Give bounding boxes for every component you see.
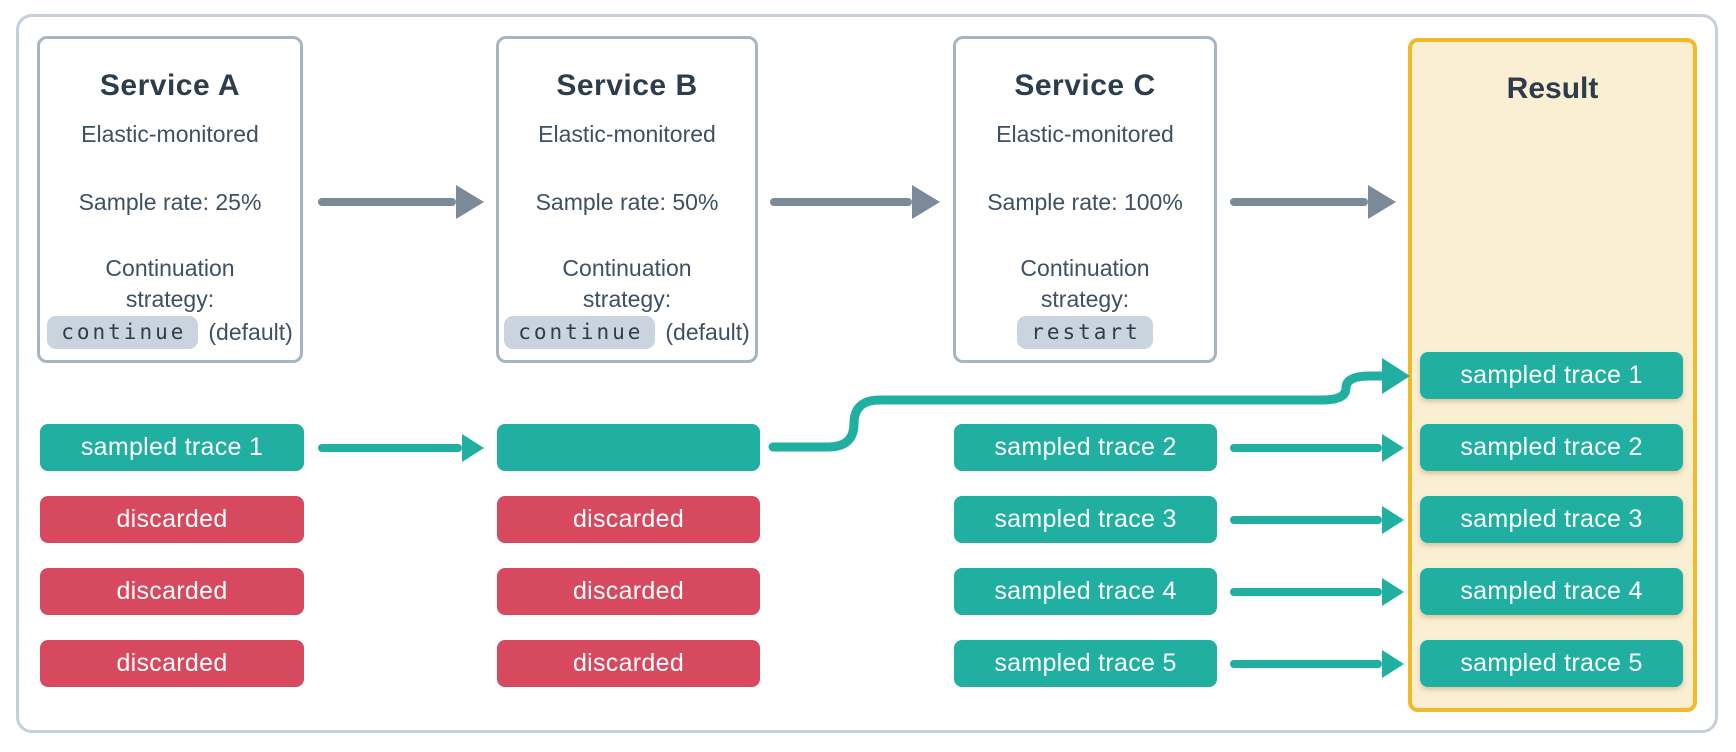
service-a-pill-sampled-trace-1: sampled trace 1 [40, 424, 304, 471]
result-pill-sampled-trace-3: sampled trace 3 [1420, 496, 1683, 543]
service-c-pill-sampled-trace-3: sampled trace 3 [954, 496, 1217, 543]
service-a-pill-discarded-1: discarded [40, 496, 304, 543]
service-a-strategy-code-chip: continue [47, 316, 199, 349]
service-b-pill-discarded-1: discarded [497, 496, 760, 543]
result-pill-sampled-trace-2: sampled trace 2 [1420, 424, 1683, 471]
service-a-sample-rate: Sample rate: 25% [78, 189, 262, 215]
service-a-pill-discarded-3: discarded [40, 640, 304, 687]
arrow-trace-c-to-result-3 [1230, 506, 1404, 534]
service-c-title: Service C [1014, 69, 1156, 102]
result-panel-title: Result [1506, 72, 1599, 105]
service-a-pill-discarded-2: discarded [40, 568, 304, 615]
arrow-service-b-to-c [770, 185, 940, 219]
service-a-continuation-label: Continuation strategy: [105, 255, 235, 312]
service-b-pill-discarded-2: discarded [497, 568, 760, 615]
service-b-pill-discarded-3: discarded [497, 640, 760, 687]
service-c-monitoring-label: Elastic-monitored [996, 121, 1174, 147]
service-a-box: Service A Elastic-monitored Sample rate:… [37, 36, 303, 363]
arrow-trace-c-to-result-4 [1230, 578, 1404, 606]
arrow-service-a-to-b [318, 185, 484, 219]
service-b-continuation-label: Continuation strategy: [562, 255, 692, 312]
service-a-strategy-suffix: (default) [208, 319, 293, 345]
arrow-service-c-to-result [1230, 185, 1396, 219]
service-b-sample-rate: Sample rate: 50% [535, 189, 719, 215]
service-a-strategy-row: continue (default) [47, 316, 293, 349]
arrow-trace-c-to-result-5 [1230, 650, 1404, 678]
arrow-trace-c-to-result-2 [1230, 434, 1404, 462]
service-b-strategy-row: continue (default) [504, 316, 750, 349]
service-b-monitoring-label: Elastic-monitored [538, 121, 716, 147]
diagram-outer-frame [16, 14, 1718, 733]
service-c-pill-sampled-trace-2: sampled trace 2 [954, 424, 1217, 471]
service-b-title: Service B [556, 69, 698, 102]
service-b-pill-continued-trace [497, 424, 760, 471]
service-c-strategy-code-chip: restart [1017, 316, 1153, 349]
service-b-strategy-code-chip: continue [504, 316, 656, 349]
service-c-box: Service C Elastic-monitored Sample rate:… [953, 36, 1217, 363]
service-b-strategy-suffix: (default) [665, 319, 750, 345]
result-pill-sampled-trace-1: sampled trace 1 [1420, 352, 1683, 399]
service-c-pill-sampled-trace-5: sampled trace 5 [954, 640, 1217, 687]
result-pill-sampled-trace-5: sampled trace 5 [1420, 640, 1683, 687]
service-c-continuation-label: Continuation strategy: [1020, 255, 1150, 312]
service-b-box: Service B Elastic-monitored Sample rate:… [496, 36, 758, 363]
arrow-trace-a-to-b [318, 434, 484, 462]
service-a-title: Service A [99, 69, 241, 102]
result-pill-sampled-trace-4: sampled trace 4 [1420, 568, 1683, 615]
service-a-monitoring-label: Elastic-monitored [81, 121, 259, 147]
service-c-strategy-row: restart [1017, 316, 1153, 349]
service-c-pill-sampled-trace-4: sampled trace 4 [954, 568, 1217, 615]
service-c-sample-rate: Sample rate: 100% [987, 189, 1183, 215]
